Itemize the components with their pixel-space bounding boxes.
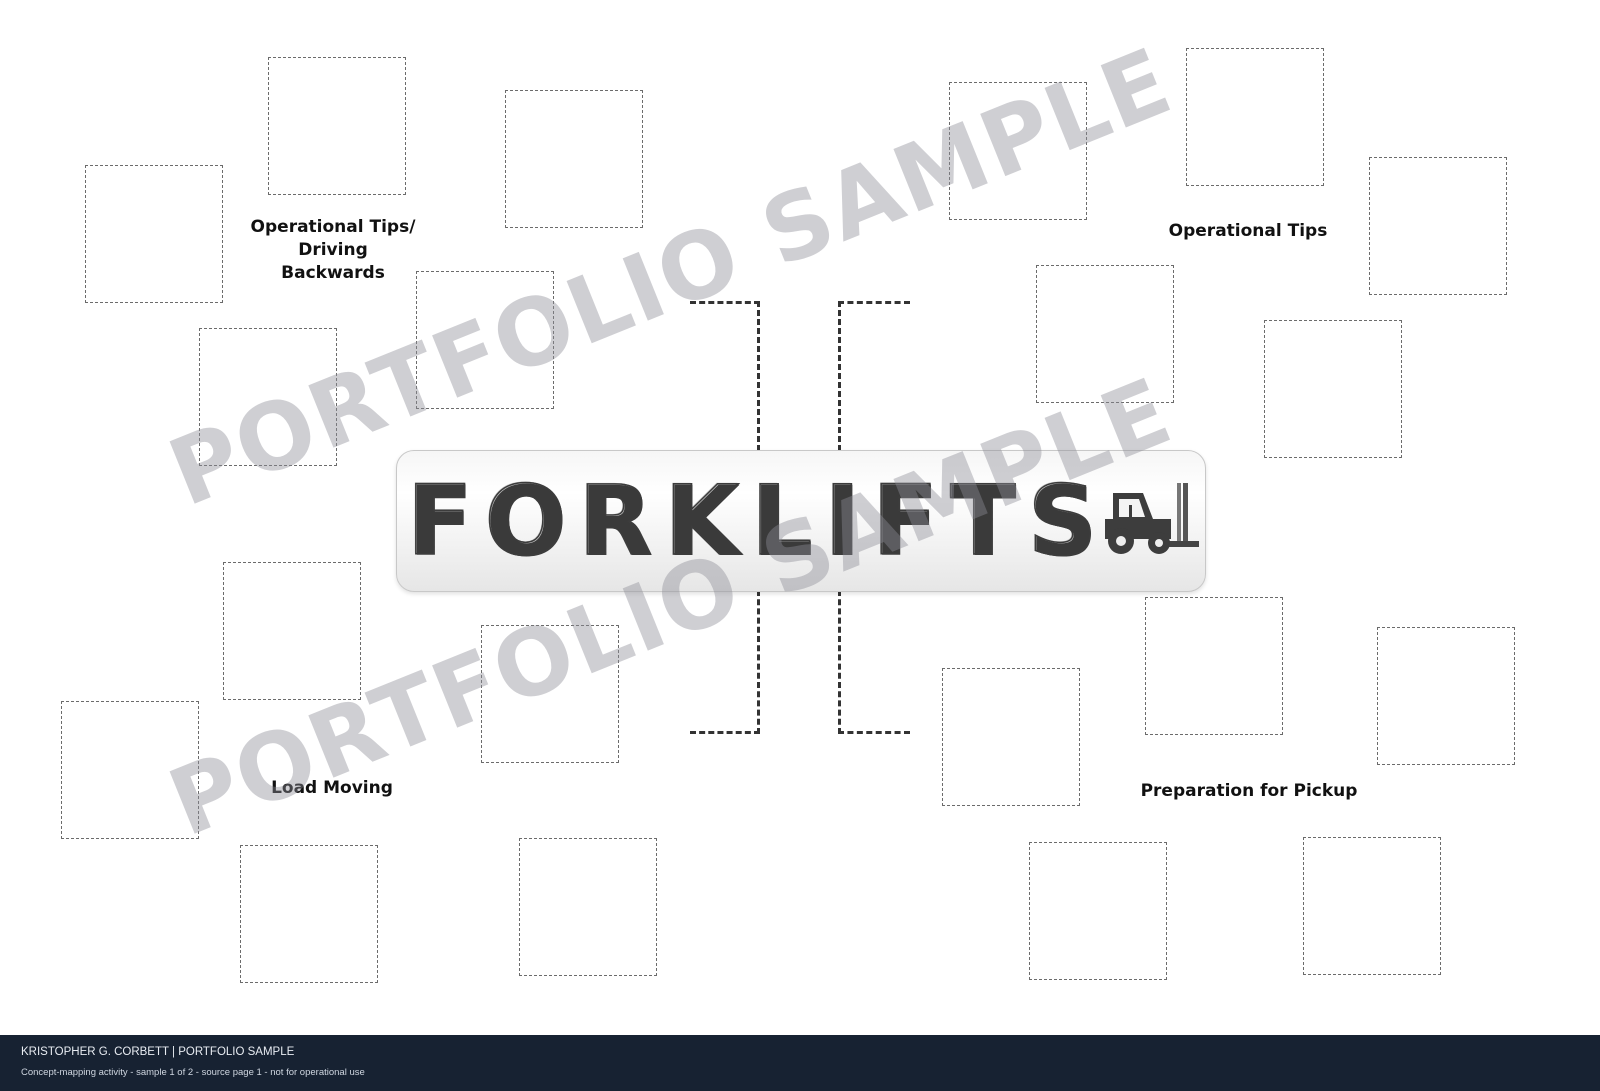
concept-box[interactable] xyxy=(1186,48,1324,186)
concept-box[interactable] xyxy=(1369,157,1507,295)
concept-box[interactable] xyxy=(199,328,337,466)
branch-label-operational-tips: Operational Tips xyxy=(1148,220,1348,243)
footer-note: Concept-mapping activity - sample 1 of 2… xyxy=(21,1067,365,1078)
branch-label-load-moving: Load Moving xyxy=(252,777,412,800)
label-line: Operational Tips/ xyxy=(250,217,416,237)
concept-box[interactable] xyxy=(1264,320,1402,458)
concept-box[interactable] xyxy=(268,57,406,195)
title-letter: F xyxy=(406,464,473,578)
title-letter: L xyxy=(750,464,813,578)
title-letter: K xyxy=(664,464,740,578)
title-letter: F xyxy=(872,464,939,578)
concept-box[interactable] xyxy=(1145,597,1283,735)
concept-box[interactable] xyxy=(949,82,1087,220)
label-line: Driving xyxy=(298,240,368,260)
connector-bottom-right xyxy=(838,590,910,734)
concept-box[interactable] xyxy=(481,625,619,763)
concept-box[interactable] xyxy=(1303,837,1441,975)
title-letter: T xyxy=(949,464,1016,578)
label-line: Operational Tips xyxy=(1168,221,1328,241)
footer-credit: KRISTOPHER G. CORBETT | PORTFOLIO SAMPLE xyxy=(21,1046,295,1058)
concept-box[interactable] xyxy=(85,165,223,303)
concept-box[interactable] xyxy=(240,845,378,983)
concept-box[interactable] xyxy=(505,90,643,228)
title-letter: O xyxy=(484,464,567,578)
forklift-icon xyxy=(1105,483,1199,554)
label-line: Load Moving xyxy=(271,778,393,798)
concept-box[interactable] xyxy=(1036,265,1174,403)
concept-box[interactable] xyxy=(519,838,657,976)
footer-bar: KRISTOPHER G. CORBETT | PORTFOLIO SAMPLE… xyxy=(0,1035,1600,1091)
concept-box[interactable] xyxy=(61,701,199,839)
concept-box[interactable] xyxy=(223,562,361,700)
title-letter: I xyxy=(824,464,861,578)
concept-box[interactable] xyxy=(1029,842,1167,980)
connector-top-left xyxy=(690,301,760,451)
concept-box[interactable] xyxy=(1377,627,1515,765)
connector-bottom-left xyxy=(690,590,760,734)
branch-label-operational-tips-driving-backwards: Operational Tips/ Driving Backwards xyxy=(248,216,418,285)
title-letter: R xyxy=(578,464,653,578)
branch-label-preparation-for-pickup: Preparation for Pickup xyxy=(1134,780,1364,803)
concept-box[interactable] xyxy=(942,668,1080,806)
label-line: Backwards xyxy=(281,263,385,283)
connector-top-right xyxy=(838,301,910,451)
title-letter: S xyxy=(1027,464,1098,578)
label-line: Preparation for Pickup xyxy=(1140,781,1358,801)
concept-box[interactable] xyxy=(416,271,554,409)
